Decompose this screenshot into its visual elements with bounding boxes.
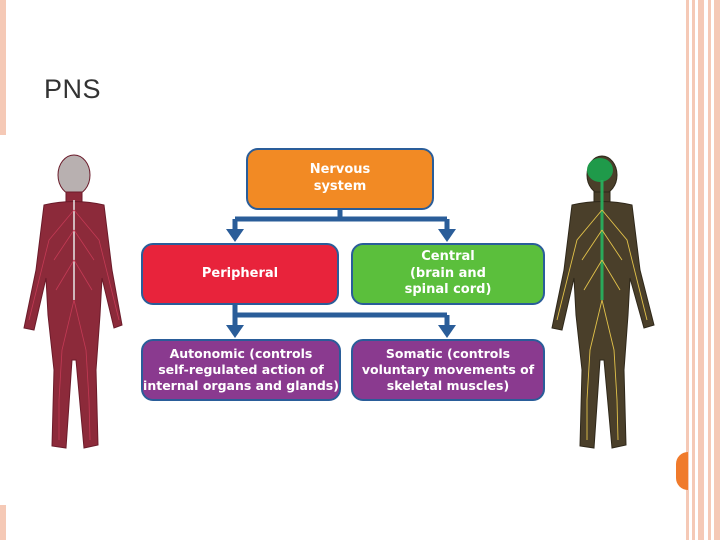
nervous-system-diagram: Nervous system Peripheral Central (brain…	[140, 145, 550, 405]
right-decorative-stripes	[686, 0, 720, 540]
somatic-box: Somatic (controls voluntary movements of…	[351, 339, 545, 401]
central-box: Central (brain and spinal cord)	[351, 243, 545, 305]
slide-tab-marker	[676, 452, 688, 490]
peripheral-nerves-figure	[4, 150, 132, 460]
nervous-system-box: Nervous system	[246, 148, 434, 210]
left-accent-bar-bottom	[0, 505, 6, 540]
slide-title: PNS	[44, 74, 102, 104]
diagram-connectors	[226, 210, 456, 338]
autonomic-box: Autonomic (controls self-regulated actio…	[141, 339, 341, 401]
central-nerves-figure	[534, 150, 662, 460]
left-accent-bar	[0, 0, 6, 135]
peripheral-box: Peripheral	[141, 243, 339, 305]
